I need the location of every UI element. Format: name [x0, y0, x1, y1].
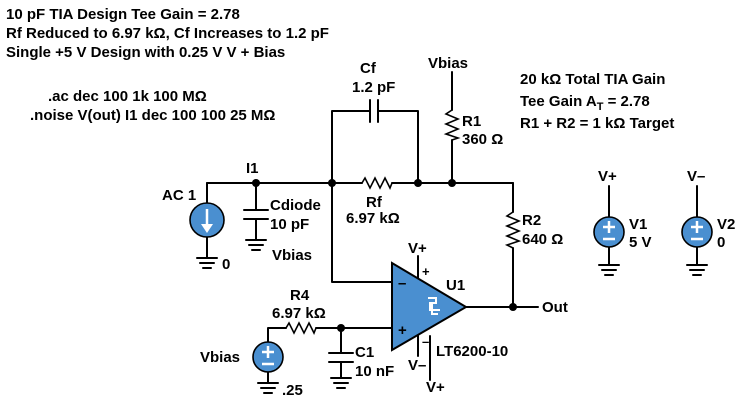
label-cdiode-value: 10 pF	[270, 216, 309, 233]
label-v1-net: V+	[598, 168, 617, 185]
current-source-ac1-icon	[189, 202, 225, 238]
label-r1-value: 360 Ω	[462, 131, 503, 148]
junction-cf-left	[328, 179, 336, 187]
label-v2-name: V2	[717, 216, 735, 233]
junction-out	[509, 303, 517, 311]
note-r-target: R1 + R2 = 1 kΩ Target	[520, 115, 674, 132]
label-r2-value: 640 Ω	[522, 231, 563, 248]
ground-c1-icon	[330, 377, 352, 389]
opamp-vplus-pin: +	[422, 264, 430, 279]
label-cdiode-name: Cdiode	[270, 197, 321, 214]
junction-i1	[252, 179, 260, 187]
label-r2-name: R2	[522, 212, 541, 229]
wire-cf-right	[377, 110, 419, 184]
junction-c1	[337, 324, 345, 332]
opamp-vminus-pin: –	[422, 334, 429, 349]
header-line-1: 10 pF TIA Design Tee Gain = 2.78	[6, 6, 240, 23]
label-rf-name: Rf	[366, 194, 383, 211]
label-ac1: AC 1	[162, 187, 196, 204]
voltage-source-v2-icon	[681, 216, 713, 248]
label-opamp-vminus-net: V–	[408, 357, 426, 374]
label-c1-value: 10 nF	[355, 363, 394, 380]
sim-ac-directive: .ac dec 100 1k 100 MΩ	[48, 88, 207, 105]
ground-vbias-src-icon	[257, 382, 279, 394]
ground-v1-icon	[598, 264, 620, 276]
capacitor-c1-icon	[328, 352, 354, 363]
label-vbias-net-top: Vbias	[428, 55, 468, 72]
label-u1-name: U1	[446, 277, 465, 294]
wire-cf-left	[331, 110, 371, 184]
label-opamp-vplus-net-2: V+	[426, 379, 445, 396]
ground-ac1-icon	[196, 257, 218, 269]
label-c1-name: C1	[355, 344, 374, 361]
label-out: Out	[542, 299, 568, 316]
header-line-3: Single +5 V Design with 0.25 V V + Bias	[6, 44, 285, 61]
resistor-r4-icon	[285, 321, 317, 335]
junction-cf-right	[414, 179, 422, 187]
wire-vbias-src-top	[267, 327, 287, 344]
label-vbias-net-cdiode: Vbias	[272, 247, 312, 264]
label-cf-value: 1.2 pF	[352, 79, 395, 96]
resistor-r2-icon	[504, 211, 522, 249]
label-rf-value: 6.97 kΩ	[346, 210, 400, 227]
voltage-source-vbias-icon	[252, 341, 284, 373]
label-r4-value: 6.97 kΩ	[272, 305, 326, 322]
wire-inverting-input	[331, 182, 393, 283]
label-v1-value: 5 V	[629, 234, 652, 251]
label-ac1-ground: 0	[222, 256, 230, 273]
resistor-rf-icon	[361, 176, 393, 190]
label-vbias-src-value: .25	[282, 382, 303, 399]
opamp-u1-icon	[391, 261, 468, 352]
label-r1-name: R1	[462, 113, 481, 130]
label-vbias-src-name: Vbias	[200, 349, 240, 366]
sim-noise-directive: .noise V(out) I1 dec 100 100 25 MΩ	[30, 107, 275, 124]
label-opamp-vplus-net: V+	[408, 240, 427, 257]
capacitor-cf-icon	[369, 99, 379, 123]
label-r4-name: R4	[290, 287, 310, 304]
label-v2-value: 0	[717, 234, 725, 251]
resistor-r1-icon	[443, 109, 461, 141]
label-v1-name: V1	[629, 216, 647, 233]
opamp-minus-sign: –	[398, 275, 406, 292]
header-line-2: Rf Reduced to 6.97 kΩ, Cf Increases to 1…	[6, 25, 329, 42]
capacitor-cdiode-icon	[243, 209, 269, 220]
label-i1: I1	[246, 160, 259, 177]
ground-cdiode-icon	[245, 239, 267, 251]
label-u1-part: LT6200-10	[436, 343, 508, 360]
junction-r1	[448, 179, 456, 187]
label-cf-name: Cf	[360, 60, 377, 77]
voltage-source-v1-icon	[593, 216, 625, 248]
label-v2-net: V–	[687, 168, 705, 185]
opamp-plus-sign: +	[398, 322, 407, 339]
note-total-gain: 20 kΩ Total TIA Gain	[520, 71, 665, 88]
note-tee-gain: Tee Gain AT = 2.78	[520, 93, 650, 113]
ground-v2-icon	[686, 264, 708, 276]
